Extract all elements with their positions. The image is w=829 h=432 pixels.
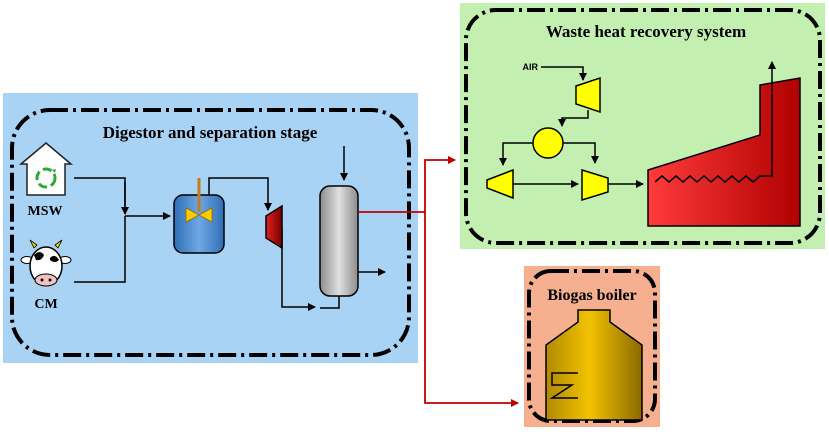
recycle-house-icon	[18, 142, 74, 196]
biogas-boiler	[545, 309, 643, 421]
biogas-to-boiler-line	[424, 212, 519, 407]
boiler-panel-border	[527, 269, 657, 423]
combustor	[532, 127, 564, 159]
heat-recovery-steam-generator	[647, 77, 801, 227]
air-compressor	[575, 76, 601, 114]
cm-feed-line	[74, 216, 126, 283]
air-label: AIR	[523, 62, 539, 72]
waste-heat-stage: Waste heat recovery system AIR	[460, 3, 825, 249]
combustor-left-line	[499, 142, 533, 166]
input-label-cm: CM	[34, 297, 57, 312]
digestor-stage: Digestor and separation stage MSW CM	[3, 93, 418, 363]
digester-reactor	[173, 178, 225, 254]
gas-turbine	[486, 168, 514, 200]
separation-column	[319, 185, 359, 297]
digestor-title: Digestor and separation stage	[103, 123, 318, 142]
digestor-panel-border	[10, 108, 411, 357]
combustor-right-line	[563, 142, 599, 164]
boiler-burner-coil	[549, 372, 578, 399]
column-bottom-line	[320, 296, 340, 309]
input-label-msw: MSW	[28, 204, 63, 219]
biogas-to-heat-recovery-line	[424, 156, 456, 212]
waste-heat-panel-border	[464, 8, 822, 245]
compressor-to-column-line	[281, 228, 316, 311]
boiler-stage: Biogas boiler	[524, 266, 660, 427]
waste-heat-title: Waste heat recovery system	[546, 22, 746, 41]
turbine	[581, 168, 609, 202]
compressor-to-combustor-line	[558, 110, 589, 127]
air-inlet-line	[541, 66, 587, 81]
hrsg-heat-coil	[654, 61, 776, 183]
cow-icon	[20, 239, 72, 287]
biogas-distribution	[358, 156, 519, 407]
reactor-to-compressor-line	[208, 177, 272, 211]
boiler-title: Biogas boiler	[547, 287, 636, 304]
